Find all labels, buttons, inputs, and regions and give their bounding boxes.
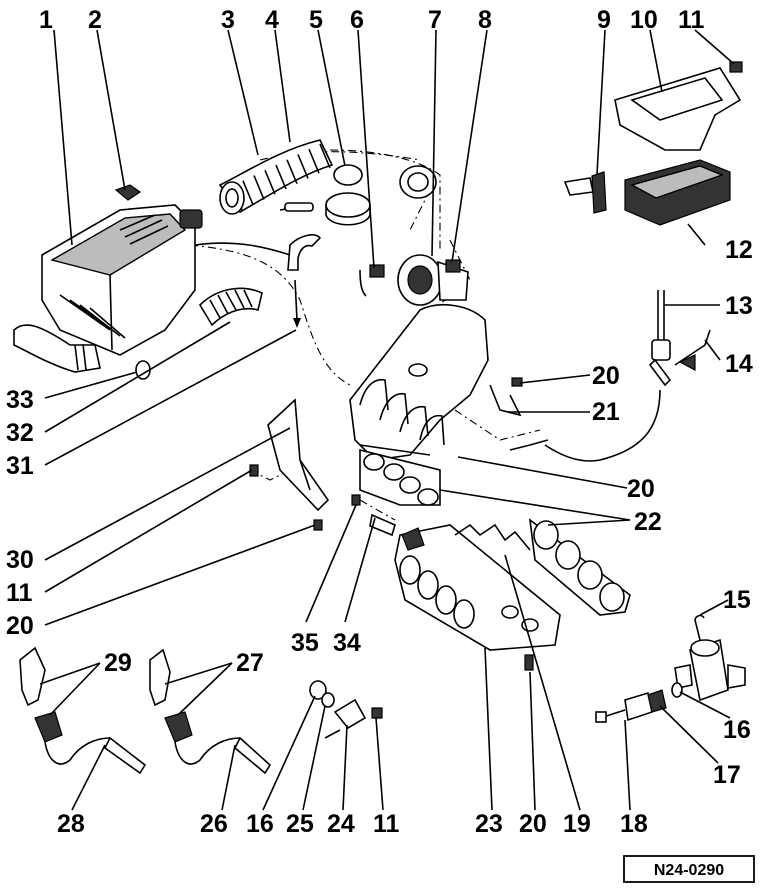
small-plugs	[351, 494, 396, 537]
corrugated-intake-hose	[218, 139, 334, 215]
heat-shield	[249, 398, 330, 531]
upper-gaskets	[359, 448, 441, 506]
part-label: 25	[286, 810, 314, 838]
part-label: 12	[725, 236, 753, 264]
drawing-reference: N24-0290	[623, 855, 755, 883]
sensor-lead	[509, 290, 711, 462]
vacuum-fitting	[359, 264, 385, 297]
part-label: 20	[592, 362, 620, 390]
small-sensor	[309, 680, 383, 739]
intake-duct-elbow	[13, 324, 151, 380]
part-label: 27	[236, 649, 264, 677]
part-label: 18	[620, 810, 648, 838]
part-label: 5	[309, 6, 323, 34]
throttle-body	[397, 254, 469, 306]
intake-hose-ring	[399, 165, 437, 199]
temperature-sensor	[595, 689, 667, 723]
part-label: 10	[630, 6, 658, 34]
part-label: 8	[478, 6, 492, 34]
leader-lines	[39, 29, 735, 811]
part-label: 3	[221, 6, 235, 34]
oxygen-sensor-left	[19, 646, 147, 775]
part-label: 21	[592, 398, 620, 426]
connector-pipe	[325, 164, 371, 226]
air-filter-housing	[41, 204, 291, 356]
hose-rib	[264, 169, 276, 195]
part-label: 14	[725, 350, 753, 378]
small-connector	[563, 171, 607, 214]
hose-rib	[286, 159, 298, 185]
part-label: 33	[6, 386, 34, 414]
breather-hose	[287, 234, 322, 328]
part-label: 1	[39, 6, 53, 34]
ecu-bracket	[614, 61, 743, 151]
part-label: 11	[6, 579, 33, 607]
intake-manifold-upper	[349, 304, 489, 461]
hose-rib	[319, 143, 331, 169]
part-label: 31	[6, 452, 34, 480]
part-label: 28	[57, 810, 85, 838]
part-label: 13	[725, 292, 753, 320]
part-label: 17	[713, 761, 741, 789]
part-label: 34	[333, 629, 361, 657]
hose-rib	[242, 180, 254, 206]
part-label: 30	[6, 546, 34, 574]
part-label: 20	[627, 475, 655, 503]
part-label: 7	[428, 6, 442, 34]
part-label: 19	[563, 810, 591, 838]
ecu-module	[624, 159, 731, 226]
part-label: 23	[475, 810, 503, 838]
hose-clip-small	[114, 184, 142, 201]
part-label: 22	[634, 508, 662, 536]
part-label: 20	[519, 810, 547, 838]
part-label: 32	[6, 419, 34, 447]
part-label: 20	[6, 612, 34, 640]
part-label: 2	[88, 6, 102, 34]
part-label: 24	[327, 810, 355, 838]
part-label: 26	[200, 810, 228, 838]
part-label: 4	[265, 6, 279, 34]
hose-rib	[275, 164, 287, 190]
part-label: 11	[373, 810, 400, 838]
intake-manifold-lower	[394, 523, 561, 651]
bracket-clip	[489, 377, 523, 417]
part-label: 16	[723, 716, 751, 744]
corrugated-hose-short	[198, 287, 263, 327]
part-label: 35	[291, 629, 319, 657]
part-label: 6	[350, 6, 364, 34]
part-label: 15	[723, 586, 751, 614]
hose-rib	[308, 148, 320, 174]
hose-rib	[253, 175, 265, 200]
part-number-labels: 1 2 3 4 5 6 7 8 9 10 11 12 13 14 33 20 2…	[6, 6, 753, 838]
drawing-reference-code: N24-0290	[654, 862, 724, 879]
oxygen-sensor-right	[149, 648, 272, 775]
bolt-lower	[524, 654, 534, 671]
t-connector	[671, 614, 746, 702]
hose-rib	[297, 154, 309, 179]
manifold-gasket	[528, 518, 631, 616]
part-label: 29	[104, 649, 132, 677]
part-label: 9	[597, 6, 611, 34]
part-label: 11	[678, 6, 705, 34]
part-label: 16	[246, 810, 274, 838]
